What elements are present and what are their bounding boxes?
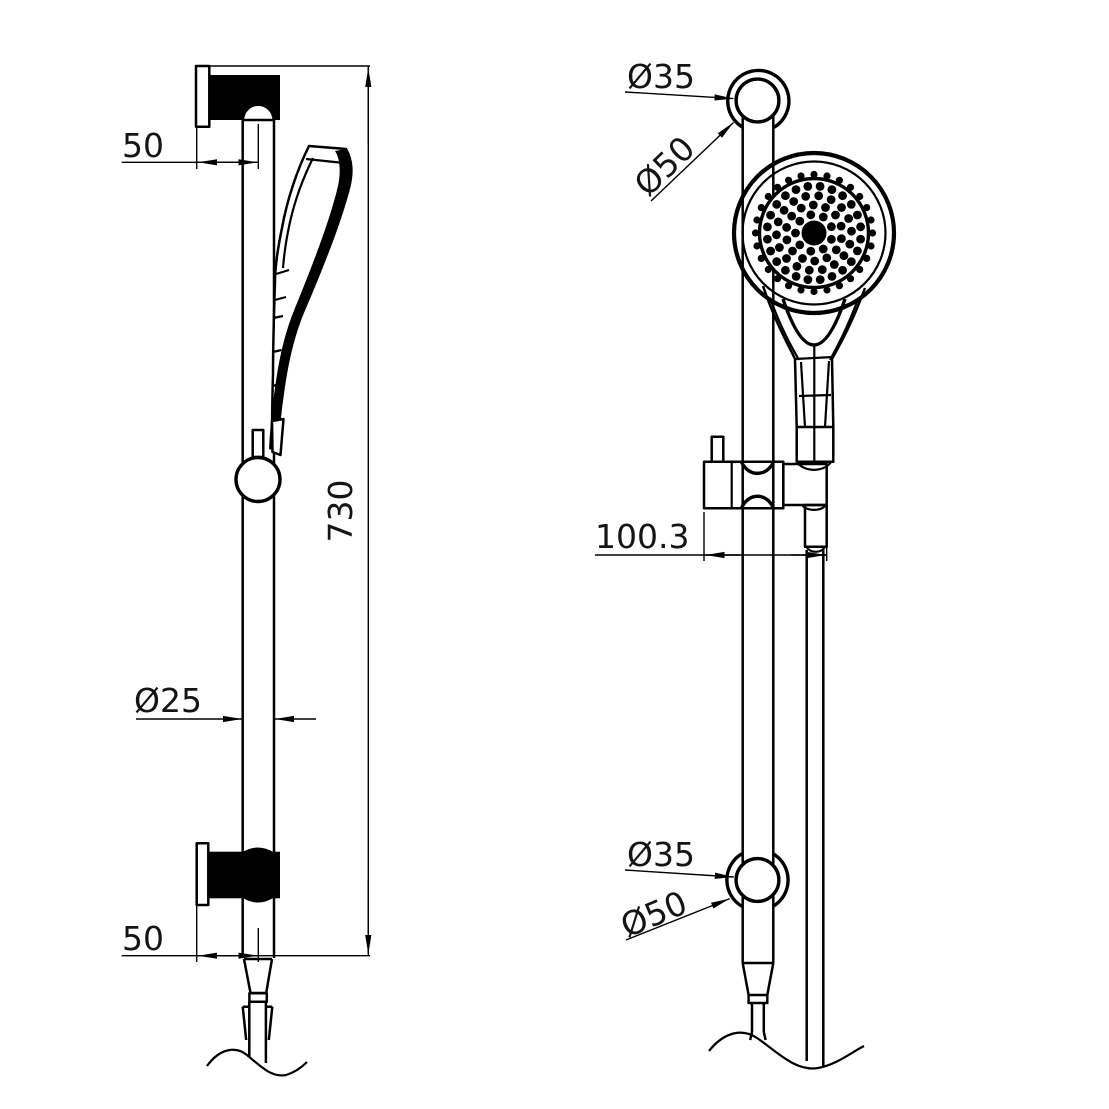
dimension-rail-diameter: Ø25 (134, 681, 316, 723)
shower-back-edge (269, 149, 352, 452)
shower-face-line (281, 157, 314, 269)
hose-connector (803, 503, 828, 548)
dimension-top-mount-outer: Ø50 (626, 121, 734, 204)
front-view: Ø35 Ø50 100.3 Ø35 Ø50 (595, 57, 897, 1070)
dimension-top-mount-inner: Ø35 (624, 57, 734, 101)
handle-tip-side (270, 417, 285, 457)
bottom-mount-inner-circle (734, 856, 781, 904)
rail-end-front (741, 961, 775, 1041)
dim-label-slider-width: 100.3 (595, 517, 689, 556)
top-mount-inner-circle (734, 77, 781, 124)
rail-side (241, 120, 276, 958)
dimension-bottom-mount-outer: Ø50 (615, 883, 731, 945)
dimension-top-offset: 50 (121, 124, 259, 169)
spray-face-nubs-and-dots (751, 170, 877, 296)
hose-front (803, 503, 828, 1066)
dim-label-bottom-mount-inner: Ø35 (627, 835, 695, 874)
dim-label-rail-length: 730 (321, 480, 360, 543)
spray-center-outlet (801, 220, 827, 246)
dim-label-top-mount-inner: Ø35 (627, 57, 695, 96)
dim-label-top-offset: 50 (122, 126, 164, 165)
bottom-wall-bracket-side (195, 842, 280, 907)
break-line-side (206, 1048, 308, 1077)
dim-label-bottom-mount-outer: Ø50 (615, 883, 693, 945)
top-mount-outer-circle (726, 68, 791, 130)
top-wall-bracket-side (194, 64, 280, 128)
slider-knob-side (234, 428, 282, 504)
slider-bracket-front (702, 435, 832, 511)
side-view: 50 730 Ø25 50 (121, 64, 372, 1077)
dimension-bottom-offset: 50 (121, 906, 370, 962)
bracket-knob-stub (710, 435, 725, 463)
dimension-rail-length: 730 (196, 65, 372, 956)
dim-label-rail-diameter: Ø25 (134, 681, 202, 720)
bottom-mount-front (725, 851, 790, 909)
shower-pivot-lines (274, 268, 290, 302)
dimension-bottom-mount-inner: Ø35 (624, 835, 734, 879)
rail-end-and-hose-side (241, 957, 274, 1063)
dimension-slider-width: 100.3 (595, 512, 828, 561)
break-line-front (708, 1031, 865, 1070)
top-mount-front (726, 68, 791, 130)
hand-shower-side (269, 144, 353, 457)
dim-label-top-mount-outer: Ø50 (626, 128, 702, 203)
dim-label-bottom-offset: 50 (122, 919, 164, 958)
shower-head-front (731, 150, 897, 463)
handle-step-ticks (271, 314, 284, 422)
handle-front (761, 285, 867, 463)
